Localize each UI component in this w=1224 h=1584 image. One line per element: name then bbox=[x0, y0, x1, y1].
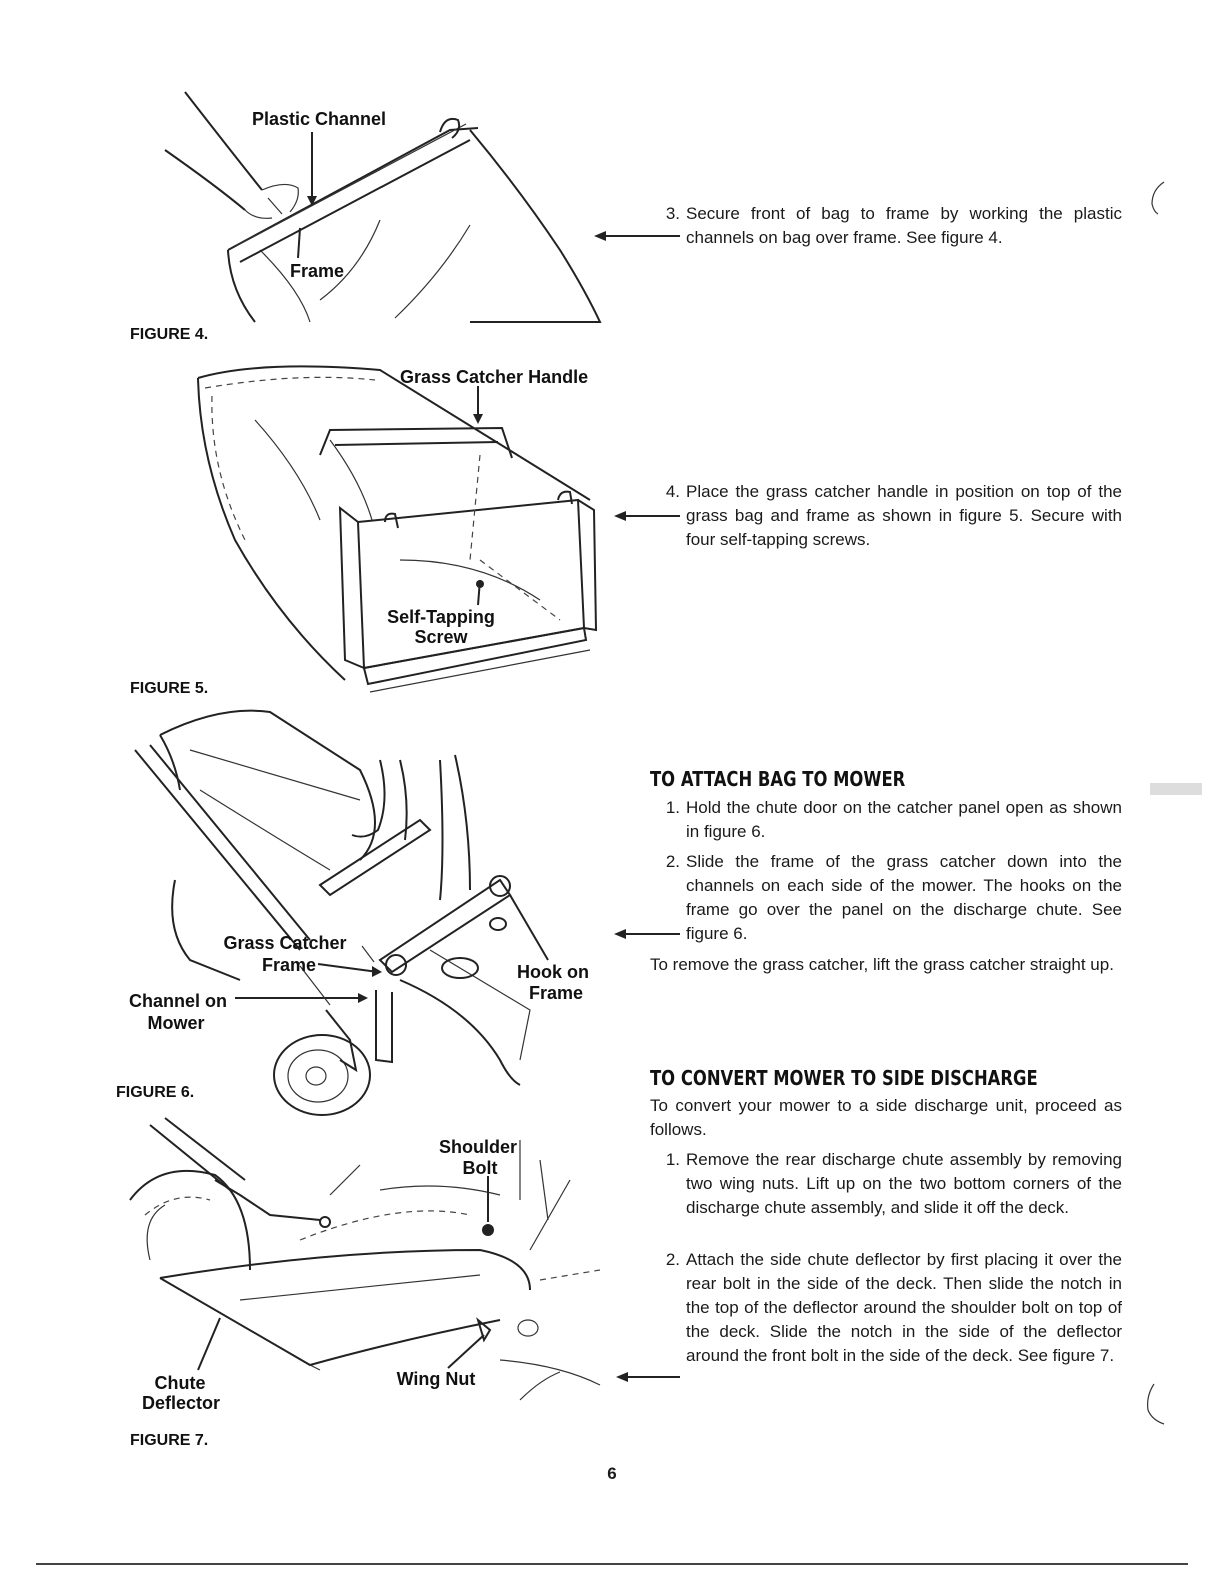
figure-5-caption: FIGURE 5. bbox=[130, 680, 209, 697]
label-hook-on-frame-line1: Hook on bbox=[517, 962, 589, 982]
margin-mark-top bbox=[1151, 181, 1165, 215]
label-plastic-channel: Plastic Channel bbox=[252, 109, 387, 129]
step-4: 4. Place the grass catcher handle in pos… bbox=[650, 480, 1122, 552]
label-chute-line1: Chute bbox=[154, 1373, 206, 1393]
step-number: 1. bbox=[665, 1150, 680, 1169]
convert-section-heading: TO CONVERT MOWER TO SIDE DISCHARGE bbox=[650, 1066, 1038, 1090]
label-frame: Frame bbox=[290, 261, 345, 281]
convert-step-2: 2. Attach the side chute deflector by fi… bbox=[650, 1248, 1122, 1392]
margin-mark-bottom bbox=[1147, 1383, 1165, 1425]
figure-4-caption: FIGURE 4. bbox=[130, 326, 209, 343]
step-number: 3. bbox=[665, 204, 680, 223]
step-text: Place the grass catcher handle in positi… bbox=[686, 482, 1122, 549]
step-number: 2. bbox=[665, 852, 680, 871]
label-screw: Screw bbox=[414, 627, 468, 647]
convert-step-1: 1. Remove the rear discharge chute assem… bbox=[650, 1148, 1122, 1244]
label-shoulder-line2: Bolt bbox=[462, 1158, 498, 1178]
page-number: 6 bbox=[607, 1464, 617, 1483]
step-text: Attach the side chute deflector by first… bbox=[686, 1250, 1122, 1365]
step-text: Slide the frame of the grass catcher dow… bbox=[686, 852, 1122, 943]
step-number: 1. bbox=[665, 798, 680, 817]
label-channel-on-mower-line1: Channel on bbox=[129, 991, 227, 1011]
attach-step-1: 1. Hold the chute door on the catcher pa… bbox=[650, 796, 1122, 846]
label-chute-line2: Deflector bbox=[141, 1393, 221, 1413]
label-grass-catcher-line1: Grass Catcher bbox=[223, 933, 347, 953]
figure-6-caption: FIGURE 6. bbox=[116, 1084, 195, 1101]
step-number: 2. bbox=[665, 1250, 680, 1269]
step-text: Remove the rear discharge chute assembly… bbox=[686, 1150, 1122, 1217]
label-grass-catcher-handle: Grass Catcher Handle bbox=[400, 367, 589, 387]
step-text: Secure front of bag to frame by working … bbox=[686, 204, 1122, 247]
step-text: Hold the chute door on the catcher panel… bbox=[686, 798, 1122, 841]
step-3: 3. Secure front of bag to frame by worki… bbox=[650, 202, 1122, 252]
label-channel-on-mower-line2: Mower bbox=[147, 1013, 205, 1033]
label-grass-catcher-line2: Frame bbox=[261, 955, 317, 975]
label-self-tapping: Self-Tapping bbox=[387, 607, 495, 627]
attach-note: To remove the grass catcher, lift the gr… bbox=[650, 955, 1114, 974]
label-wing-nut: Wing Nut bbox=[396, 1369, 476, 1389]
convert-intro: To convert your mower to a side discharg… bbox=[650, 1096, 1122, 1139]
label-shoulder-line1: Shoulder bbox=[438, 1137, 517, 1157]
label-hook-on-frame-line2: Frame bbox=[528, 983, 584, 1003]
attach-section-heading: TO ATTACH BAG TO MOWER bbox=[650, 767, 906, 791]
step-number: 4. bbox=[665, 482, 680, 501]
attach-step-2: 2. Slide the frame of the grass catcher … bbox=[650, 850, 1122, 948]
scan-smudge bbox=[1150, 783, 1202, 795]
figure-7-caption: FIGURE 7. bbox=[130, 1432, 209, 1449]
